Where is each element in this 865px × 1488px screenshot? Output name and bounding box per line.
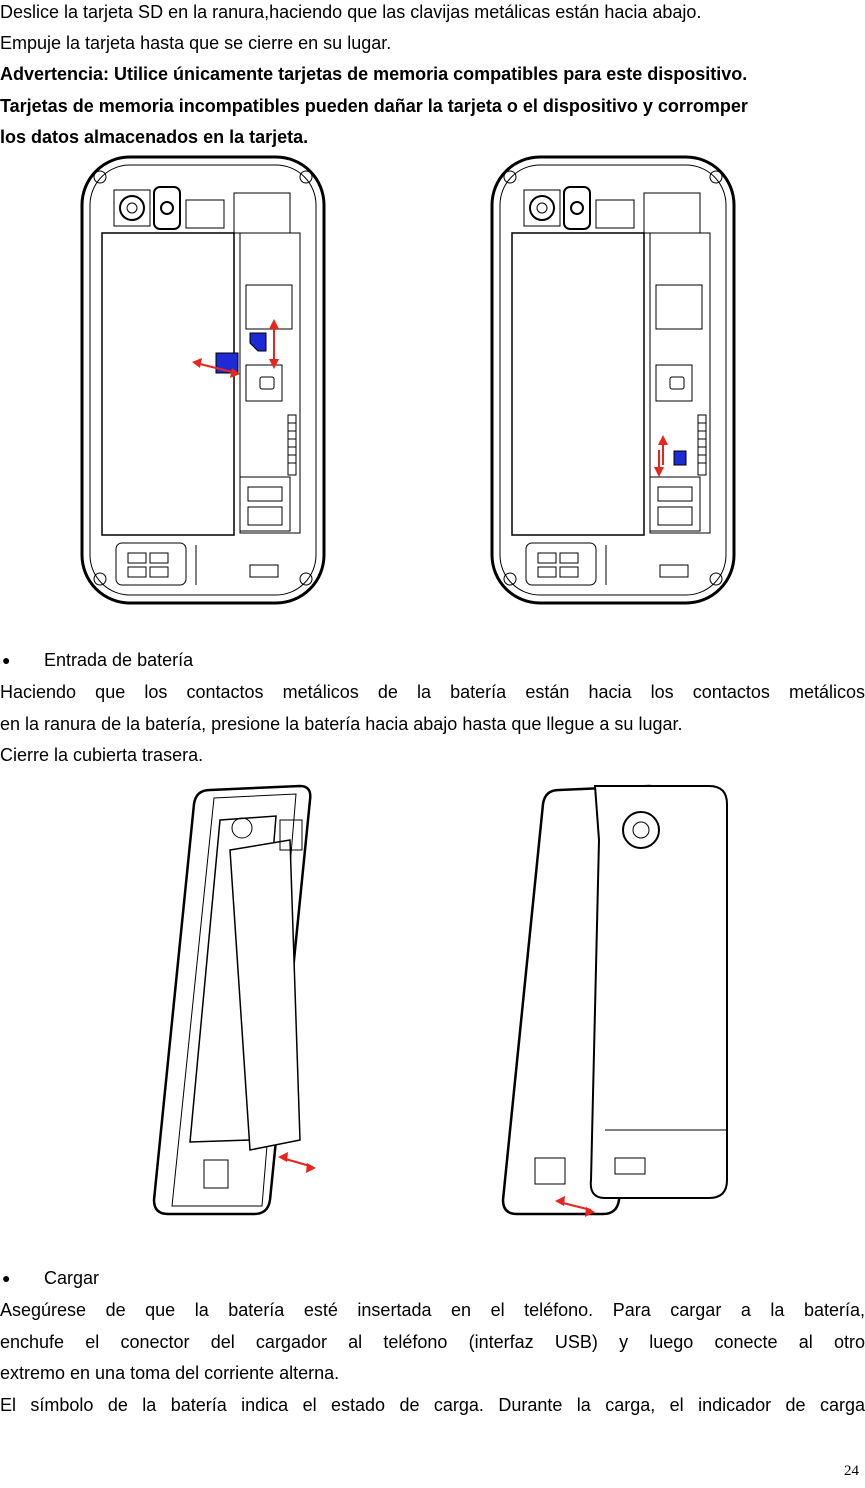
warning-line-1: Advertencia: Utilice únicamente tarjetas… [0, 64, 748, 84]
page-number: 24 [844, 1463, 859, 1479]
sd-instruction-line-1: Deslice la tarjeta SD en la ranura,hacie… [0, 2, 702, 22]
battery-bullet-label: Entrada de batería [44, 650, 194, 670]
charge-para-line-1: Asegúrese de que la batería esté inserta… [0, 1300, 865, 1320]
bullet-icon: ● [2, 652, 11, 668]
warning-line-2: Tarjetas de memoria incompatibles pueden… [0, 96, 748, 116]
battery-para-line-2: en la ranura de la batería, presione la … [0, 714, 683, 734]
battery-para-line-1: Haciendo que los contactos metálicos de … [0, 682, 865, 702]
battery-insertion-figure [152, 784, 728, 1217]
bullet-icon: ● [2, 1270, 11, 1286]
warning-line-3: los datos almacenados en la tarjeta. [0, 127, 309, 147]
charge-bullet-label: Cargar [44, 1268, 100, 1288]
charge-para-line-4: El símbolo de la batería indica el estad… [0, 1395, 865, 1415]
charge-para-line-2: enchufe el conector del cargador al telé… [0, 1332, 865, 1352]
charge-para-line-3: extremo en una toma del corriente altern… [0, 1363, 340, 1383]
sd-card-insertion-figure [80, 155, 736, 605]
sd-instruction-line-2: Empuje la tarjeta hasta que se cierre en… [0, 33, 392, 53]
battery-para-line-3: Cierre la cubierta trasera. [0, 745, 204, 765]
